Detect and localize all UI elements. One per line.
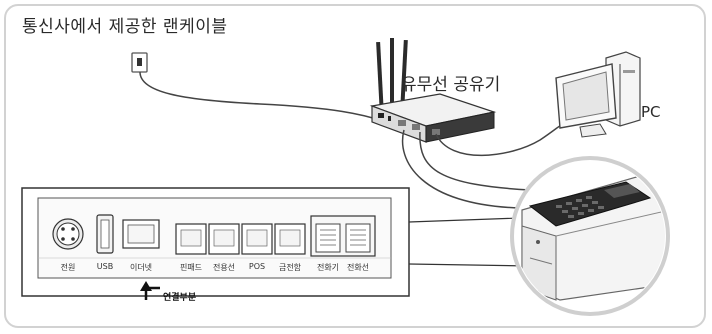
port-label-phone-line: 전화선 (346, 263, 370, 272)
port-label-telephone: 전화기 (316, 263, 340, 272)
port-label-pos: POS (248, 262, 266, 271)
port-label-cash-drawer: 금전함 (278, 263, 302, 272)
router-label: 유무선 공유기 (401, 75, 501, 95)
wireless-router (369, 38, 497, 143)
wall-outlet (131, 52, 148, 73)
port-label-ethernet: 이더넷 (129, 263, 153, 272)
terminal-back-panel (21, 187, 410, 297)
lan-cable-label: 통신사에서 제공한 랜케이블 (22, 17, 228, 37)
pc-label: PC (641, 103, 661, 121)
callout-line-top (408, 217, 521, 223)
callout-line-bottom (408, 263, 531, 267)
lan-cable-in (139, 71, 405, 131)
connection-label: 연결부분 (163, 293, 197, 303)
port-label-power: 전원 (60, 263, 76, 272)
lan-cable-terminal (401, 129, 521, 209)
lan-cable-terminal-2 (419, 131, 531, 191)
connection-arrow (140, 281, 160, 300)
port-label-pinpad: 핀패드 (179, 263, 203, 272)
port-label-dedicated-line: 전용선 (212, 263, 236, 272)
pc-computer (555, 51, 641, 138)
pos-terminal (510, 156, 670, 316)
port-label-usb: USB (96, 262, 114, 271)
